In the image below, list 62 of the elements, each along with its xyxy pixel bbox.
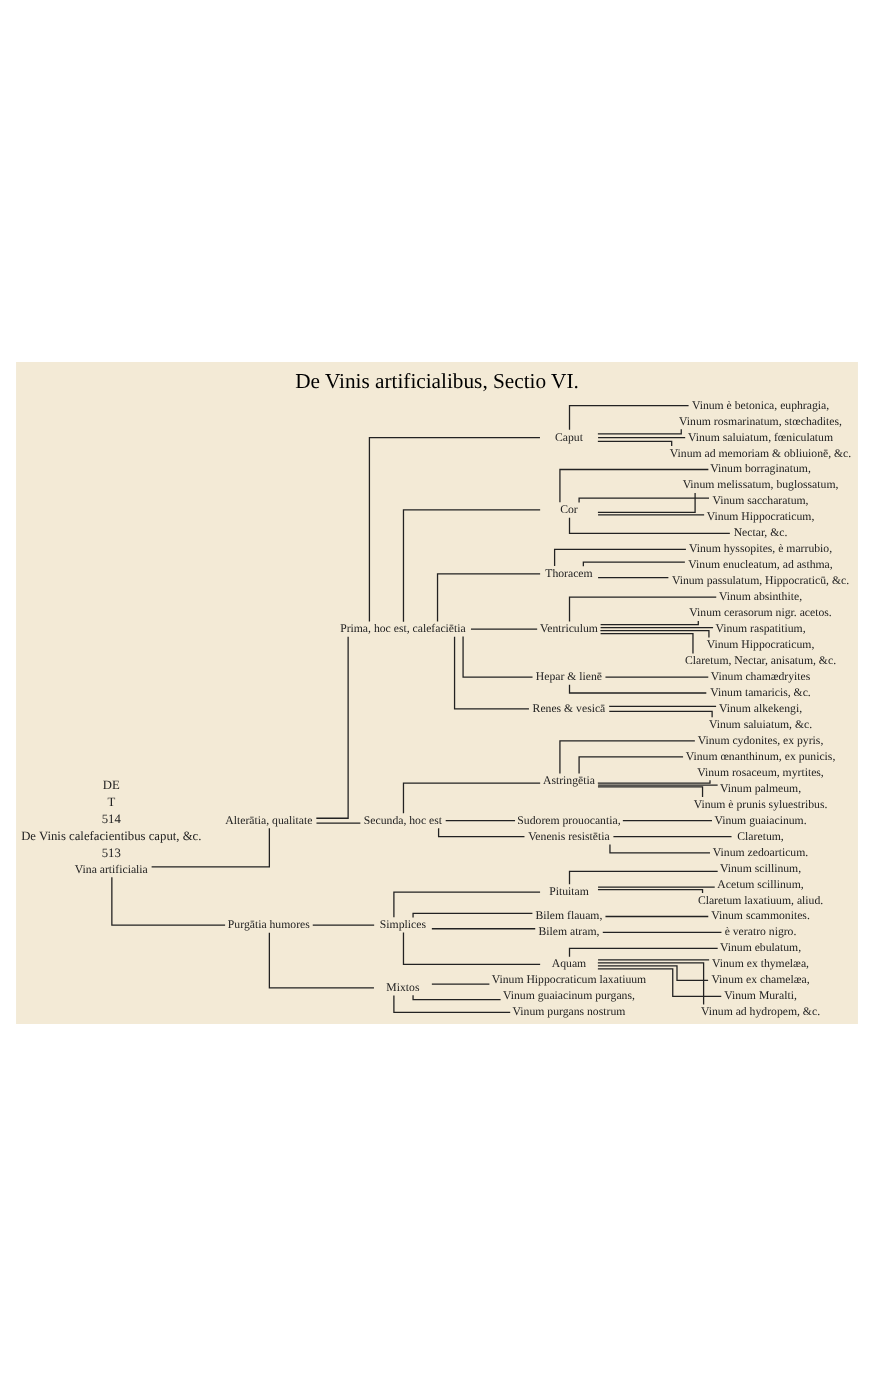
connector	[604, 676, 709, 678]
connector	[568, 596, 717, 623]
connector	[604, 915, 709, 918]
connector	[559, 740, 696, 775]
connector	[608, 710, 713, 718]
connector	[597, 786, 704, 798]
connector	[597, 492, 696, 514]
connector	[268, 932, 375, 989]
connector	[412, 994, 502, 1001]
connector	[412, 912, 534, 919]
connector	[453, 636, 530, 710]
connector	[609, 843, 711, 854]
connector	[553, 548, 687, 567]
connector	[597, 962, 705, 1006]
connector	[431, 928, 536, 930]
connector	[602, 931, 723, 934]
connector	[597, 576, 669, 579]
connector	[568, 947, 719, 958]
connector	[437, 827, 526, 838]
connector	[597, 514, 705, 516]
connector	[599, 630, 710, 639]
connector	[470, 628, 538, 630]
connector	[151, 827, 270, 868]
connector	[597, 436, 686, 439]
connector	[597, 779, 711, 784]
connector	[582, 561, 686, 567]
connector	[597, 886, 716, 888]
connector	[597, 959, 710, 961]
connector	[402, 509, 541, 623]
connector	[578, 756, 684, 775]
connector	[612, 836, 733, 838]
connector	[315, 636, 349, 819]
connector	[445, 820, 516, 822]
connector	[312, 924, 375, 926]
connector	[568, 517, 731, 534]
connector	[597, 428, 682, 435]
connector	[402, 931, 541, 966]
connector	[597, 965, 709, 981]
connector	[436, 573, 541, 623]
connector	[559, 468, 709, 503]
connector	[597, 784, 719, 786]
connector	[568, 405, 690, 431]
connector	[622, 820, 713, 822]
connector	[599, 632, 694, 655]
connector	[315, 822, 361, 824]
connector	[599, 620, 699, 626]
connector	[608, 705, 717, 708]
diagram-title: De Vinis artificialibus, Sectio VI.	[295, 371, 579, 394]
connector	[597, 888, 704, 894]
connector	[368, 436, 541, 623]
connector	[599, 627, 714, 629]
connector	[568, 684, 707, 694]
connector	[462, 636, 534, 678]
connector	[402, 782, 541, 814]
connector	[597, 968, 722, 997]
connector	[393, 891, 541, 918]
connector	[111, 876, 226, 926]
connector	[393, 994, 511, 1013]
connector	[578, 497, 710, 504]
connector	[568, 870, 719, 885]
connector	[431, 983, 491, 985]
connector	[597, 440, 673, 447]
